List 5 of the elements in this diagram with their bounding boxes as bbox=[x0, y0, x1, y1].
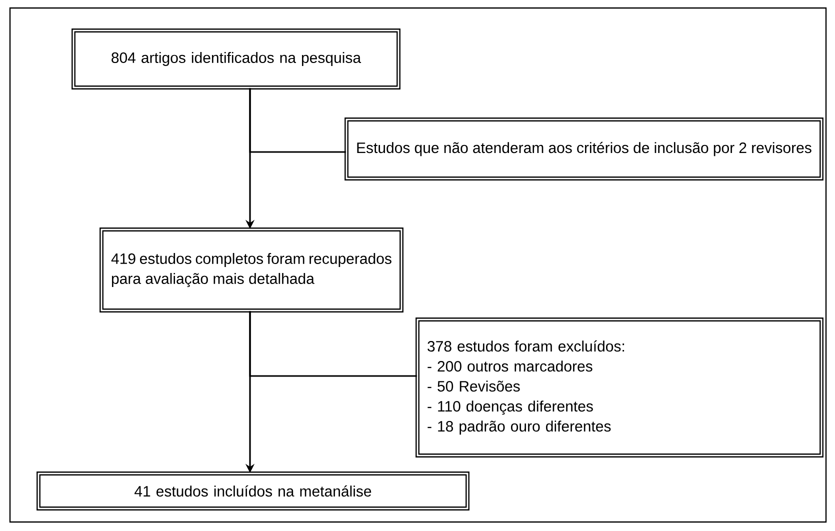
process-box: 378 estudos foram excluídos: - 200 outros marcadores - 50 Revisões - 110 doenças diferentes - 18 padrão ouro diferentes bbox=[416, 318, 824, 458]
process-box: 419 estudos completos foram recuperados para avaliação mais detalhada bbox=[100, 228, 404, 312]
process-box: 41 estudos incluídos na metanálise bbox=[36, 472, 470, 510]
process-box: Estudos que não atenderam aos critérios de inclusão por 2 revisores bbox=[344, 118, 824, 180]
process-box: 804 artigos identificados na pesquisa bbox=[72, 28, 400, 90]
